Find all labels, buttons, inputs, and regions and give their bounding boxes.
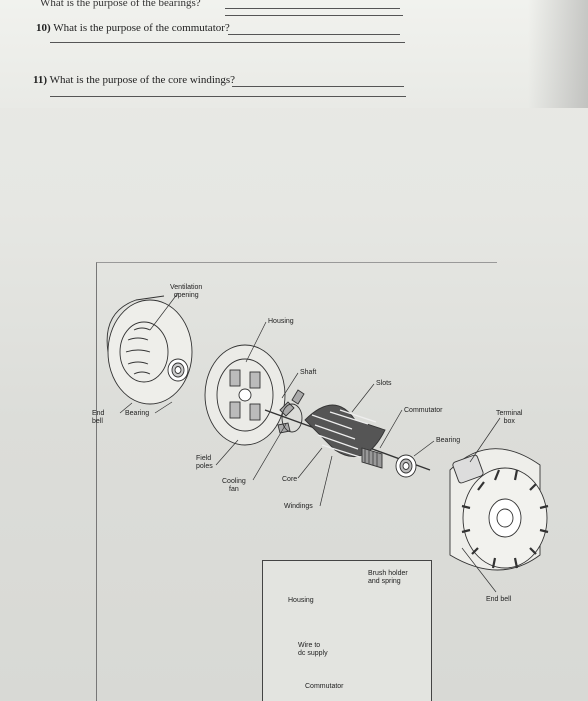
- label-inset-commutator: Commutator: [305, 683, 344, 690]
- label-terminal-box: Terminal box: [496, 410, 522, 426]
- label-bearing-left: Bearing: [125, 410, 150, 417]
- answer-line[interactable]: [50, 42, 405, 43]
- question-text: What is the purpose of the bearings?: [40, 0, 201, 9]
- label-line: Brush holder: [368, 570, 408, 577]
- label-housing: Housing: [268, 318, 294, 325]
- cooling-fan: [277, 389, 305, 434]
- label-slots: Slots: [376, 380, 392, 387]
- label-field-poles: Field poles: [196, 455, 213, 471]
- question-text: What is the purpose of the commutator?: [53, 22, 230, 34]
- label-line: Terminal: [496, 410, 523, 417]
- armature-core: [304, 404, 386, 458]
- question-area: [0, 0, 588, 108]
- commutator: [361, 447, 383, 469]
- label-end-bell-right: End bell: [486, 596, 512, 603]
- label-line: box: [503, 418, 515, 425]
- housing: [204, 344, 286, 446]
- right-end-bell: [449, 448, 549, 571]
- brush-holder-inset: [262, 560, 432, 701]
- label-ventilation-opening: Ventilation opening: [170, 284, 202, 300]
- figure-frame: [96, 262, 497, 701]
- label-core: Core: [282, 476, 298, 483]
- label-line: dc supply: [298, 650, 328, 657]
- label-cooling-fan: Cooling fan: [222, 478, 246, 494]
- label-commutator: Commutator: [404, 407, 443, 414]
- label-inset-housing: Housing: [288, 597, 314, 604]
- label-line: and spring: [368, 578, 401, 585]
- label-shaft: Shaft: [300, 369, 317, 376]
- question-bearings: What is the purpose of the bearings?: [40, 0, 201, 9]
- label-line: Field: [196, 455, 212, 462]
- answer-line[interactable]: [228, 34, 400, 35]
- label-bearing-right: Bearing: [436, 437, 461, 444]
- answer-line[interactable]: [225, 15, 403, 16]
- question-text: What is the purpose of the core windings…: [49, 74, 236, 86]
- label-brush-holder: Brush holder and spring: [368, 570, 408, 586]
- answer-line[interactable]: [50, 96, 406, 97]
- page-shadow: [528, 0, 588, 108]
- label-line: Ventilation: [170, 284, 203, 291]
- left-end-bell: [106, 295, 193, 405]
- label-wire-supply: Wire to dc supply: [298, 642, 328, 658]
- question-number: 11): [33, 74, 48, 86]
- label-line: opening: [173, 292, 199, 299]
- question-number: 10): [36, 22, 51, 34]
- label-line: poles: [196, 463, 213, 470]
- answer-line[interactable]: [225, 8, 400, 9]
- label-line: fan: [229, 486, 239, 493]
- label-windings: Windings: [284, 503, 313, 510]
- bearing-right: [395, 454, 417, 478]
- label-end-bell-left: End bell: [92, 410, 104, 426]
- answer-line[interactable]: [232, 86, 404, 87]
- question-commutator: 10) What is the purpose of the commutato…: [36, 22, 230, 34]
- label-line: Wire to: [298, 642, 321, 649]
- label-line: bell: [92, 418, 103, 425]
- question-core-windings: 11) What is the purpose of the core wind…: [33, 74, 235, 86]
- label-line: Cooling: [222, 478, 246, 485]
- label-line: End: [92, 410, 105, 417]
